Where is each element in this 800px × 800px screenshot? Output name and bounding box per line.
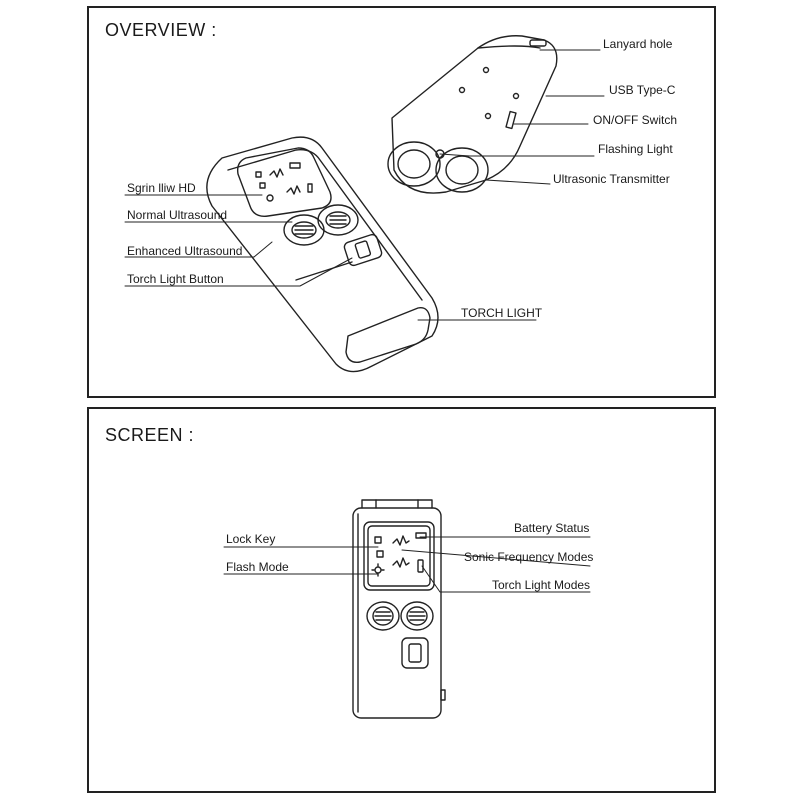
label-lock-key: Lock Key [226, 532, 276, 546]
label-flashing-light: Flashing Light [598, 142, 673, 156]
overview-callouts [124, 49, 605, 321]
screen-callouts [223, 536, 591, 593]
device-screen-illustration [352, 499, 446, 719]
label-lanyard-hole: Lanyard hole [603, 37, 673, 51]
label-torch-light-button: Torch Light Button [127, 272, 224, 286]
label-on-off-switch: ON/OFF Switch [593, 113, 678, 127]
label-torch-light: TORCH LIGHT [461, 306, 543, 320]
label-sonic-frequency-modes: Sonic Frequency Modes [464, 550, 594, 564]
label-ultrasonic-transmitter: Ultrasonic Transmitter [553, 172, 670, 186]
label-enhanced-ultrasound: Enhanced Ultrasound [127, 244, 243, 258]
label-flash-mode: Flash Mode [226, 560, 289, 574]
label-screen-hd: Sgrin lliw HD [127, 181, 196, 195]
label-torch-light-modes: Torch Light Modes [492, 578, 591, 592]
device-front-illustration [206, 136, 439, 373]
label-battery-status: Battery Status [514, 521, 590, 535]
screen-title: SCREEN : [105, 425, 195, 445]
overview-title: OVERVIEW : [105, 20, 217, 40]
overview-panel: OVERVIEW : [87, 6, 716, 398]
label-normal-ultrasound: Normal Ultrasound [127, 208, 228, 222]
label-usb-type-c: USB Type-C [609, 83, 676, 97]
screen-panel: SCREEN : [87, 407, 716, 793]
device-back-illustration [387, 35, 558, 194]
